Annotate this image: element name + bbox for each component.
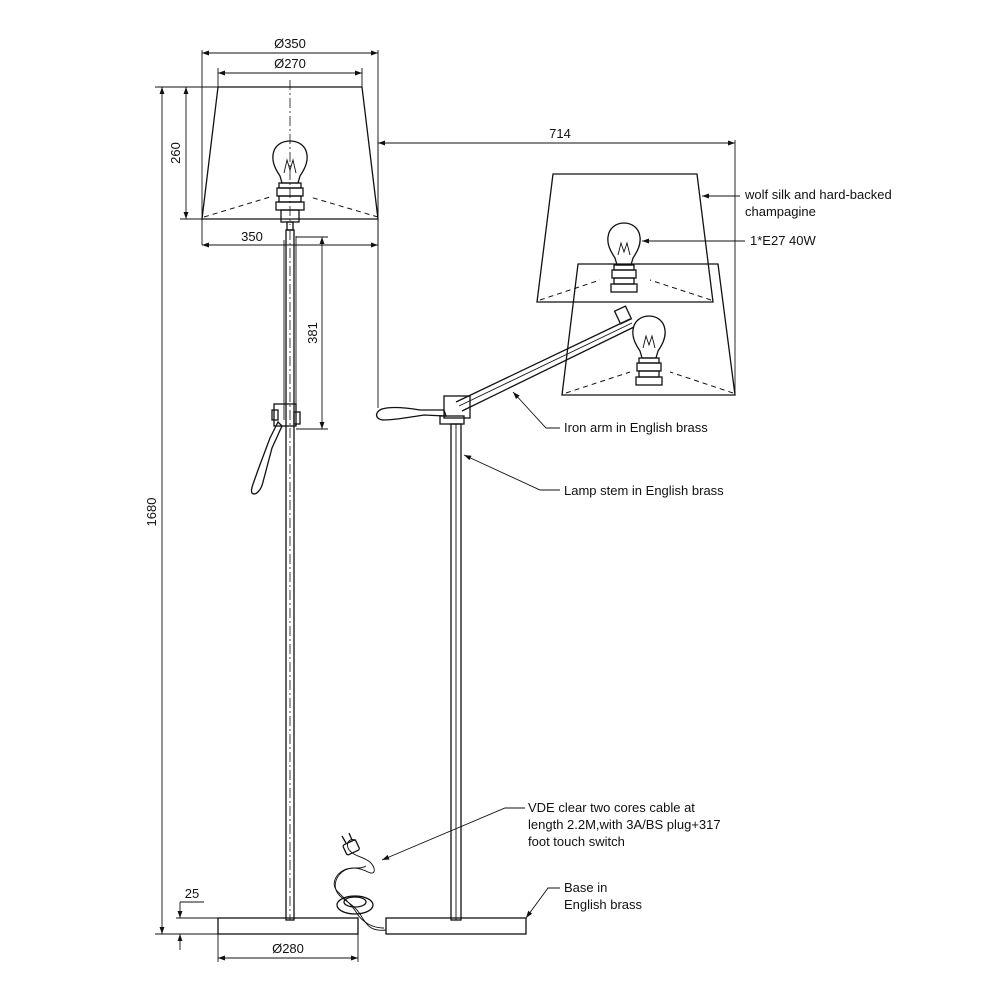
side-shade-lower [561,263,736,396]
dim-total-height: 1680 [144,86,218,935]
callout-shade-line1: wolf silk and hard-backed [744,187,892,202]
dim-label-base-dia: Ø280 [272,941,304,956]
callout-cable: VDE clear two cores cable at length 2.2M… [381,800,721,861]
dim-label-shade-top: Ø350 [274,36,306,51]
callout-arm-text: Iron arm in English brass [564,420,708,435]
dim-label-arm-adjust: 381 [305,322,320,344]
power-cable [334,839,387,931]
callout-base: Base in English brass [525,880,643,919]
callout-base-line2: English brass [564,897,643,912]
dim-shade-inner: Ø270 [217,56,363,87]
callout-base-line1: Base in [564,880,607,895]
side-shade-upper [536,173,714,303]
dim-base-height: 25 [176,886,218,950]
front-base [217,917,359,935]
dim-label-total-height: 1680 [144,498,159,527]
front-view-lamp [201,80,379,935]
callout-stem: Lamp stem in English brass [463,454,724,498]
callout-cable-line3: foot touch switch [528,834,625,849]
side-lower-hidden-lines [565,371,734,394]
dim-arm-adjust: 381 [296,236,328,430]
side-base [385,917,527,935]
callout-arm: Iron arm in English brass [512,391,708,435]
dim-label-shade-height: 260 [168,142,183,164]
callout-cable-line1: VDE clear two cores cable at [528,800,695,815]
dim-shade-bottom: 350 [202,229,378,248]
front-shade-hidden-lines [203,196,379,218]
front-knuckle [273,403,297,427]
side-knuckle [443,395,471,419]
side-upper-hidden-lines [539,279,712,301]
callout-shade: wolf silk and hard-backed champagine [702,187,892,219]
side-handle [375,406,447,421]
dim-label-shade-inner: Ø270 [274,56,306,71]
side-arm [455,305,635,412]
side-bulb-lower-icon [632,315,666,386]
dim-label-shade-bottom: 350 [241,229,263,244]
dim-reach: 714 [377,126,736,408]
callout-bulb: 1*E27 40W [642,233,816,248]
side-bulb-upper-icon [607,222,641,293]
front-shade-holder [286,221,294,231]
foot-switch [336,895,374,915]
callout-cable-line2: length 2.2M,with 3A/BS plug+317 [528,817,721,832]
plug-icon [341,832,360,856]
dim-base-dia: Ø280 [217,934,359,962]
dim-label-reach: 714 [549,126,571,141]
dim-label-base-height: 25 [185,886,199,901]
callout-shade-line2: champagine [745,204,816,219]
callout-stem-text: Lamp stem in English brass [564,483,724,498]
front-handle [250,420,283,495]
callout-bulb-text: 1*E27 40W [750,233,816,248]
